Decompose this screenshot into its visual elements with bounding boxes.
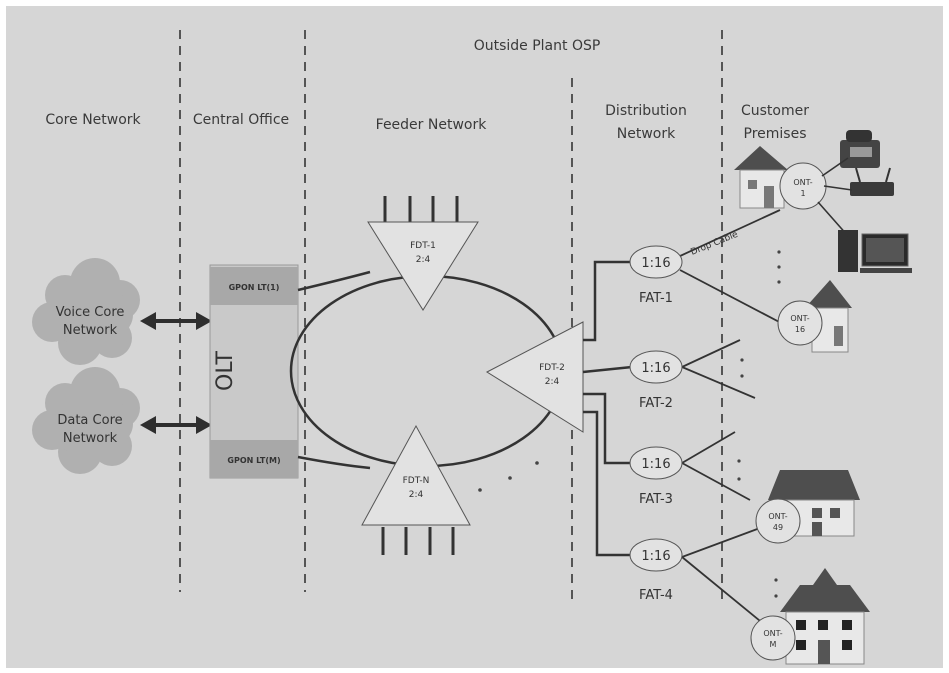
ont-1-label-a: ONT-: [793, 178, 812, 187]
fiber-to-fat-1: [583, 260, 632, 342]
fdt-1-name: FDT-1: [410, 241, 436, 251]
ont-49-label-b: 49: [773, 523, 783, 532]
header-distribution-network: Network: [617, 126, 676, 142]
olt-unit: GPON LT(1) GPON LT(M) OLT: [209, 264, 299, 479]
fat-1-ratio: 1:16: [641, 256, 670, 271]
feeder-link-top: [297, 270, 371, 292]
fdt-1-splitter: FDT-1 2:4: [367, 196, 479, 311]
ont-1: ONT- 1: [779, 162, 827, 210]
fiber-to-fat-3: [583, 392, 632, 465]
header-outside-plant: Outside Plant OSP: [474, 38, 601, 54]
drop-fat4-ontm: [681, 556, 766, 626]
voice-core-label-2: Network: [63, 323, 118, 338]
drop-cables: [679, 209, 786, 626]
phone-icon: [840, 130, 880, 168]
drop-fat3-a: [681, 431, 736, 464]
fdt-n-name: FDT-N: [403, 476, 430, 486]
drop-fat1-ont1: [679, 209, 781, 257]
gpon-port-bottom-label: GPON LT(M): [227, 456, 280, 465]
ont-16: ONT- 16: [777, 300, 823, 346]
header-feeder-network: Feeder Network: [376, 117, 488, 133]
ont-m-label-a: ONT-: [763, 629, 782, 638]
olt-label: OLT: [213, 350, 238, 391]
data-arrow-head-right: [196, 416, 212, 434]
ont-m-label-b: M: [770, 640, 777, 649]
router-icon: [850, 167, 894, 196]
feeder-link-bottom: [297, 455, 371, 470]
voice-arrow-head-left: [140, 312, 156, 330]
fat-1: 1:16 FAT-1: [629, 245, 683, 306]
voice-arrow-head-right: [196, 312, 212, 330]
fat-2-name: FAT-2: [639, 396, 673, 411]
fat-4-ratio: 1:16: [641, 549, 670, 564]
ont-16-label-a: ONT-: [790, 314, 809, 323]
drop-fat3-b: [681, 462, 751, 501]
computer-icon: [838, 230, 912, 273]
gpon-port-top: [210, 267, 298, 305]
ont-1-links: [817, 157, 853, 237]
ont-49: ONT- 49: [755, 498, 801, 544]
fdt-2-splitter: FDT-2 2:4: [485, 321, 584, 433]
gpon-port-bottom: [210, 440, 298, 478]
data-core-label-1: Data Core: [57, 413, 122, 428]
data-arrow-head-left: [140, 416, 156, 434]
fdt-1-ratio: 2:4: [416, 255, 431, 265]
fat-2: 1:16 FAT-2: [629, 350, 683, 411]
voice-core-cloud: Voice Core Network: [32, 258, 140, 365]
drop-fat4-ont49: [681, 527, 761, 558]
header-distribution: Distribution: [605, 103, 687, 119]
fat-3: 1:16 FAT-3: [629, 446, 683, 507]
fat-3-ratio: 1:16: [641, 457, 670, 472]
fat-2-ratio: 1:16: [641, 361, 670, 376]
core-links: [140, 312, 212, 434]
fat-4-name: FAT-4: [639, 588, 673, 603]
header-customer-premises: Premises: [744, 126, 807, 142]
ont-m: ONT- M: [750, 615, 796, 661]
ont-16-label-b: 16: [795, 325, 805, 334]
fdt-n-splitter: FDT-N 2:4: [361, 424, 471, 555]
drop-fat1-ont16: [679, 269, 786, 326]
data-core-cloud: Data Core Network: [32, 367, 140, 474]
feeder-ellipsis: [478, 461, 539, 492]
ont-1-label-b: 1: [800, 189, 805, 198]
fiber-to-fat-4: [583, 410, 632, 557]
header-core-network: Core Network: [45, 112, 141, 128]
header-customer: Customer: [741, 103, 809, 119]
drop-fat2-b: [681, 366, 756, 399]
header-central-office: Central Office: [193, 112, 289, 128]
voice-core-label-1: Voice Core: [56, 305, 125, 320]
fat-4: 1:16 FAT-4: [629, 538, 683, 603]
fiber-to-fat-2: [582, 365, 633, 374]
gpon-port-top-label: GPON LT(1): [229, 283, 280, 292]
fat-1-name: FAT-1: [639, 291, 673, 306]
fdt-n-ratio: 2:4: [409, 490, 424, 500]
fdt-2-ratio: 2:4: [545, 377, 560, 387]
house-1-icon: [734, 146, 788, 209]
customer-ellipsis: [737, 250, 781, 598]
fdt-2-name: FDT-2: [539, 363, 565, 373]
house-49-icon: [768, 470, 860, 537]
drop-fat2-a: [681, 339, 741, 368]
ont-49-label-a: ONT-: [768, 512, 787, 521]
fat-3-name: FAT-3: [639, 492, 673, 507]
data-core-label-2: Network: [63, 431, 118, 446]
distribution-fibers: [582, 260, 633, 557]
